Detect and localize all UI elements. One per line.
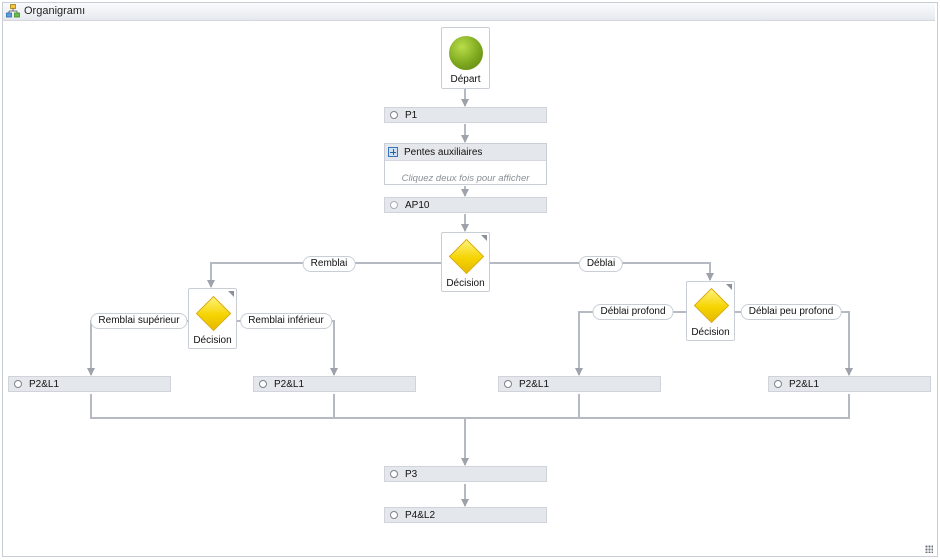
edge-label-deblai-peu-profond: Déblai peu profond (740, 304, 842, 320)
step-p2l1-deblai-profond[interactable]: P2&L1 (498, 376, 661, 392)
decision-main[interactable]: Décision (441, 232, 490, 292)
sub-process-hint: Cliquez deux fois pour afficher (401, 173, 530, 184)
decision-label: Décision (446, 278, 485, 289)
title-bar: Organigramı (3, 3, 935, 21)
step-p2l1-deblai-peu-profond[interactable]: P2&L1 (768, 376, 931, 392)
step-circle-icon (259, 380, 267, 388)
step-label: P4&L2 (405, 510, 436, 521)
sub-process-header: Pentes auxiliaires (385, 144, 546, 161)
resize-grip-icon[interactable] (925, 545, 933, 553)
step-circle-icon (14, 380, 22, 388)
step-circle-icon (504, 380, 512, 388)
sub-process-pentes-auxiliaires[interactable]: Pentes auxiliaires Cliquez deux fois pou… (384, 143, 547, 185)
start-label: Départ (450, 74, 481, 85)
step-label: P3 (405, 469, 418, 480)
corner-marker-icon (481, 235, 487, 241)
step-p1[interactable]: P1 (384, 107, 547, 123)
step-label: P2&L1 (789, 379, 820, 390)
step-p4l2[interactable]: P4&L2 (384, 507, 547, 523)
step-label: P2&L1 (29, 379, 60, 390)
step-p3[interactable]: P3 (384, 466, 547, 482)
decision-right[interactable]: Décision (686, 281, 735, 341)
step-circle-icon (390, 470, 398, 478)
sub-process-icon[interactable] (388, 147, 398, 157)
step-label: P2&L1 (519, 379, 550, 390)
edge-label-remblai-superieur: Remblai supérieur (90, 313, 188, 329)
decision-left[interactable]: Décision (188, 288, 237, 349)
decision-diamond-icon (195, 295, 232, 332)
step-circle-icon (390, 111, 398, 119)
edge-label-deblai-profond: Déblai profond (592, 304, 674, 320)
decision-diamond-icon (448, 238, 485, 275)
edge-label-deblai: Déblai (578, 256, 624, 272)
decision-diamond-icon (693, 287, 730, 324)
step-p2l1-remblai-inferieur[interactable]: P2&L1 (253, 376, 416, 392)
sub-process-title: Pentes auxiliaires (404, 147, 483, 158)
step-label: P2&L1 (274, 379, 305, 390)
step-label: AP10 (405, 200, 430, 211)
step-p2l1-remblai-superieur[interactable]: P2&L1 (8, 376, 171, 392)
step-label: P1 (405, 110, 418, 121)
start-circle-icon (449, 36, 483, 70)
decision-label: Décision (193, 335, 232, 346)
corner-marker-icon (726, 284, 732, 290)
corner-marker-icon (228, 291, 234, 297)
step-circle-icon (390, 511, 398, 519)
flowchart-icon (6, 4, 20, 18)
edge-label-remblai: Remblai (302, 256, 356, 272)
step-ap10[interactable]: AP10 (384, 197, 547, 213)
edge-label-remblai-inferieur: Remblai inférieur (240, 313, 332, 329)
decision-label: Décision (691, 327, 730, 338)
step-circle-icon (390, 201, 398, 209)
window-title: Organigramı (24, 5, 86, 17)
step-circle-icon (774, 380, 782, 388)
start-node[interactable]: Départ (441, 27, 490, 89)
